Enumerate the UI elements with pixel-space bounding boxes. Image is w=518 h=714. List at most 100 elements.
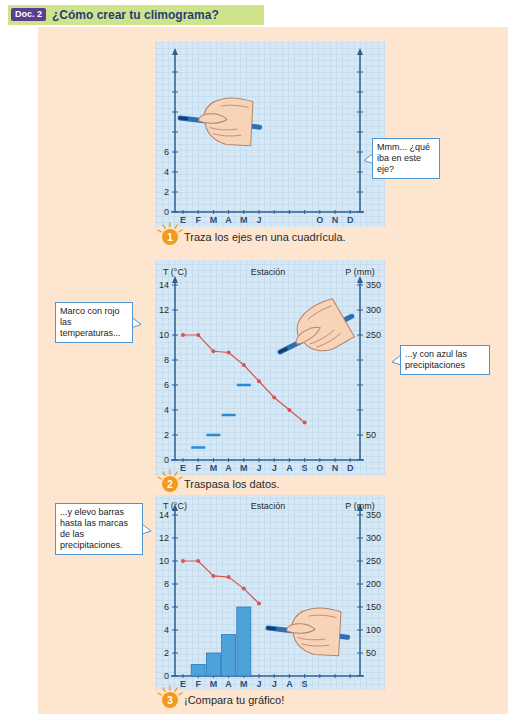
tick [289,210,290,214]
tick [335,210,336,214]
tick [357,538,363,539]
tick [172,112,178,113]
tick [319,458,320,462]
month-label: F [195,679,201,689]
tick [357,360,363,361]
temperature-dot [242,363,246,367]
node-text: 3 [167,695,173,706]
temperature-dot [272,396,276,400]
header-bar [8,5,264,25]
tick [274,674,275,678]
tick [172,653,178,654]
tick [357,653,363,654]
tick [172,172,178,173]
tick-label: 8 [164,355,169,365]
grid [155,260,385,475]
tick-label: 2 [164,430,169,440]
tick [172,152,178,153]
tick [172,212,178,213]
step-rays [169,686,170,690]
tick-label: 8 [164,579,169,589]
tick [357,676,363,677]
month-label: S [302,679,308,689]
axis [174,506,176,676]
tick [357,310,363,311]
tick [350,674,351,678]
tick [357,410,363,411]
tick [304,674,305,678]
tick [259,458,260,462]
tick [172,515,178,516]
step-caption: Traza los ejes en una cuadrícula. [184,231,346,244]
step-caption: ¡Compara tu gráfico! [184,694,284,707]
tick [289,458,290,462]
node-text: 2 [167,479,173,490]
axis-title: T (°C) [163,267,187,277]
tick-label: 4 [164,167,169,177]
axis [174,50,176,212]
axis [359,506,361,676]
node-text: 1 [167,232,173,243]
node-text: ...y con azul las precipitaciones [405,349,467,370]
tick [335,458,336,462]
month-label: M [210,463,218,473]
tick-label: 350 [366,280,381,290]
precipitation-bar [222,635,236,676]
tick [172,192,178,193]
tick [357,435,363,436]
tick [172,561,178,562]
step-number: 1 [162,229,178,245]
precipitation-mark [206,434,220,437]
tick [357,607,363,608]
tick-label: 200 [366,579,381,589]
tick-label: 14 [159,510,169,520]
month-label: O [316,463,323,473]
step-rays [163,688,165,691]
tick-label: 2 [164,187,169,197]
month-label: J [272,679,277,689]
month-label: E [180,215,186,225]
axis [174,278,176,460]
tick [357,92,363,93]
tick-label: 14 [159,280,169,290]
temperature-dot [196,333,200,337]
step-rays [169,470,170,474]
step-rays [169,223,170,227]
tick [335,674,336,678]
tick-label: 250 [366,556,381,566]
tick-label: 0 [164,671,169,681]
tick [357,172,363,173]
month-label: N [332,215,339,225]
tick-label: 50 [366,648,376,658]
tick [172,92,178,93]
tick [357,212,363,213]
precipitation-mark [222,414,236,417]
temperature-line [183,561,259,604]
month-label: D [347,463,354,473]
month-label: A [225,215,232,225]
temperature-dot [287,408,291,412]
speech-bubble: Marco con rojo las temperaturas... [55,302,133,343]
tick [274,210,275,214]
tick-label: 250 [366,330,381,340]
tick [172,335,178,336]
tick [274,458,275,462]
axis [359,278,361,460]
tick-label: 10 [159,330,169,340]
tick [172,132,178,133]
tick [213,458,214,462]
axis-title: Estación [251,501,286,511]
month-label: J [256,215,261,225]
tick [243,458,244,462]
month-label: J [272,463,277,473]
temperature-dot [257,379,261,383]
tick-label: 4 [164,405,169,415]
tick-label: 6 [164,602,169,612]
tick [304,458,305,462]
tick [357,192,363,193]
tick [357,584,363,585]
step-rays [175,688,177,691]
tick [350,458,351,462]
month-label: F [195,463,201,473]
step-number: 2 [162,476,178,492]
